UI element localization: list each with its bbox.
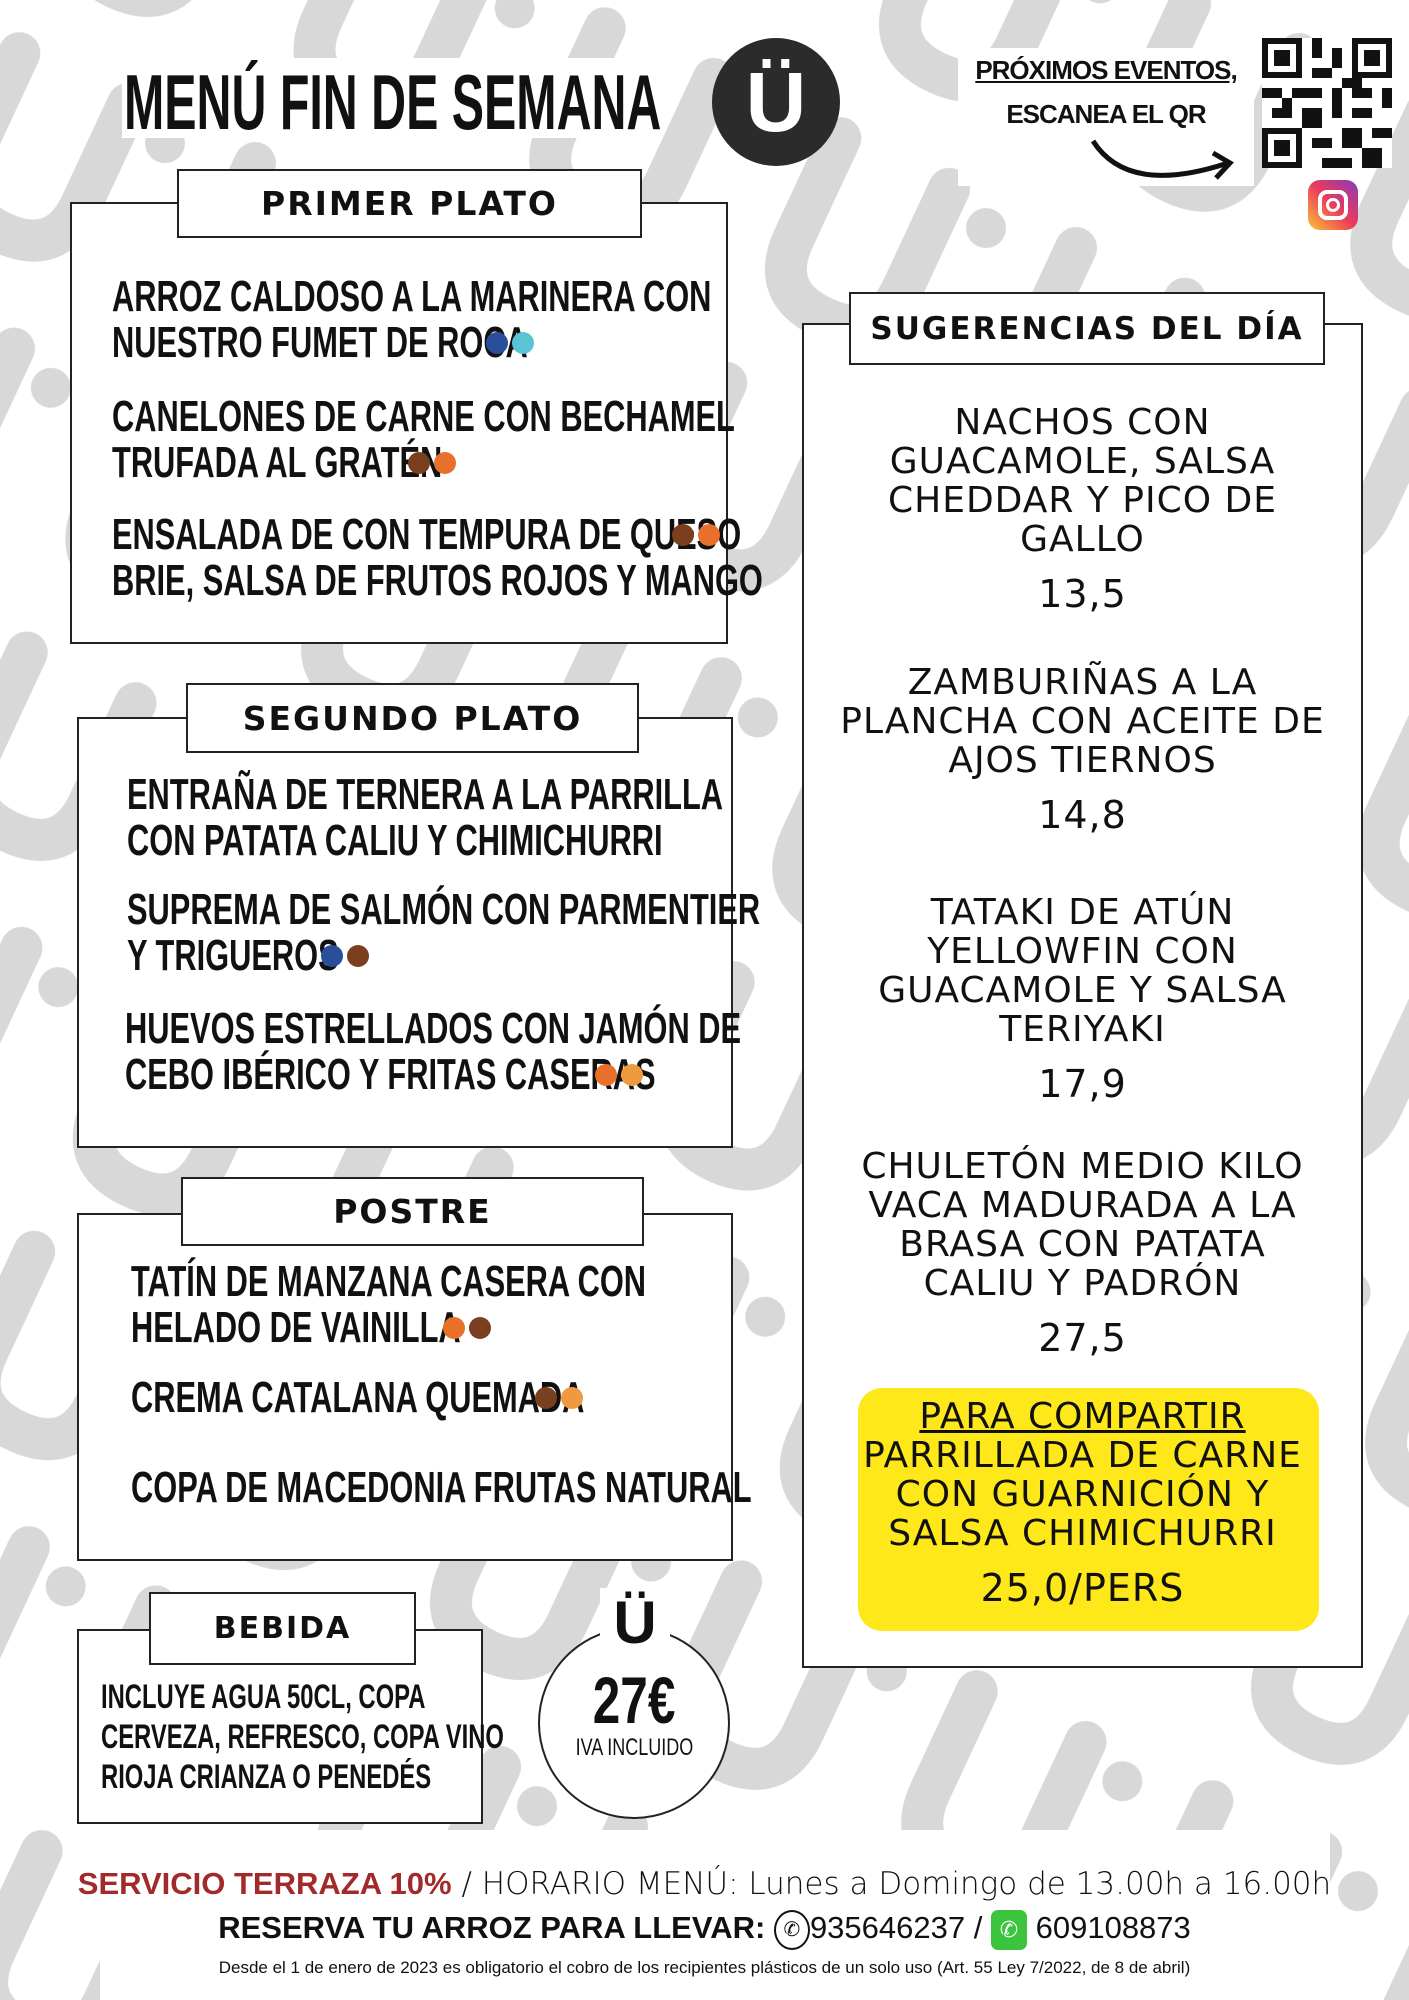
dairy-allergen-icon	[535, 1387, 557, 1409]
events-line-2: ESCANEA EL QR	[1006, 99, 1206, 129]
gluten-allergen-icon	[595, 1064, 617, 1086]
gluten-allergen-icon	[434, 452, 456, 474]
sugerencias-header: SUGERENCIAS DEL DÍA	[849, 292, 1325, 365]
menu-item: COPA DE MACEDONIA FRUTAS NATURAL	[131, 1463, 752, 1512]
egg-allergen-icon	[621, 1064, 643, 1086]
dairy-allergen-icon	[672, 524, 694, 546]
dairy-allergen-icon	[408, 452, 430, 474]
logo: Ü	[712, 38, 840, 166]
footer-legal: Desde el 1 de enero de 2023 es obligator…	[218, 1958, 1191, 1977]
page-title: MENÚ FIN DE SEMANA	[124, 58, 662, 146]
instagram-icon[interactable]	[1308, 180, 1358, 230]
qr-code[interactable]	[1262, 38, 1392, 168]
footer-hours: SERVICIO TERRAZA 10% / HORARIO MENÚ: Lun…	[77, 1866, 1332, 1902]
egg-allergen-icon	[561, 1387, 583, 1409]
primer-plato-header: PRIMER PLATO	[177, 169, 642, 238]
fish-allergen-icon	[486, 332, 508, 354]
dairy-allergen-icon	[347, 945, 369, 967]
menu-price-badge: 27€ IVA INCLUIDO	[538, 1627, 730, 1819]
price-logo: Ü	[600, 1588, 670, 1658]
gluten-allergen-icon	[698, 524, 720, 546]
dairy-allergen-icon	[469, 1317, 491, 1339]
phone-icon: ✆	[773, 1910, 810, 1950]
events-line-1: PRÓXIMOS EVENTOS,	[975, 55, 1237, 85]
gluten-allergen-icon	[443, 1317, 465, 1339]
share-highlight	[858, 1388, 1319, 1631]
postre-header: POSTRE	[181, 1177, 644, 1246]
whatsapp-number[interactable]: 609108873	[1035, 1910, 1191, 1946]
title-bg	[122, 58, 662, 138]
whatsapp-icon: ✆	[990, 1910, 1027, 1950]
phone-number[interactable]: 935646237	[809, 1910, 966, 1946]
bebida-header: BEBIDA	[149, 1592, 416, 1665]
segundo-plato-header: SEGUNDO PLATO	[186, 683, 639, 753]
arrow-icon	[1090, 139, 1234, 180]
events-note: PRÓXIMOS EVENTOS, ESCANEA EL QR	[958, 48, 1254, 186]
fish-allergen-icon	[321, 945, 343, 967]
mollusc-allergen-icon	[512, 332, 534, 354]
footer-reserve: RESERVA TU ARROZ PARA LLEVAR: ✆935646237…	[0, 1910, 1409, 1950]
menu-item: CREMA CATALANA QUEMADA	[131, 1373, 585, 1422]
